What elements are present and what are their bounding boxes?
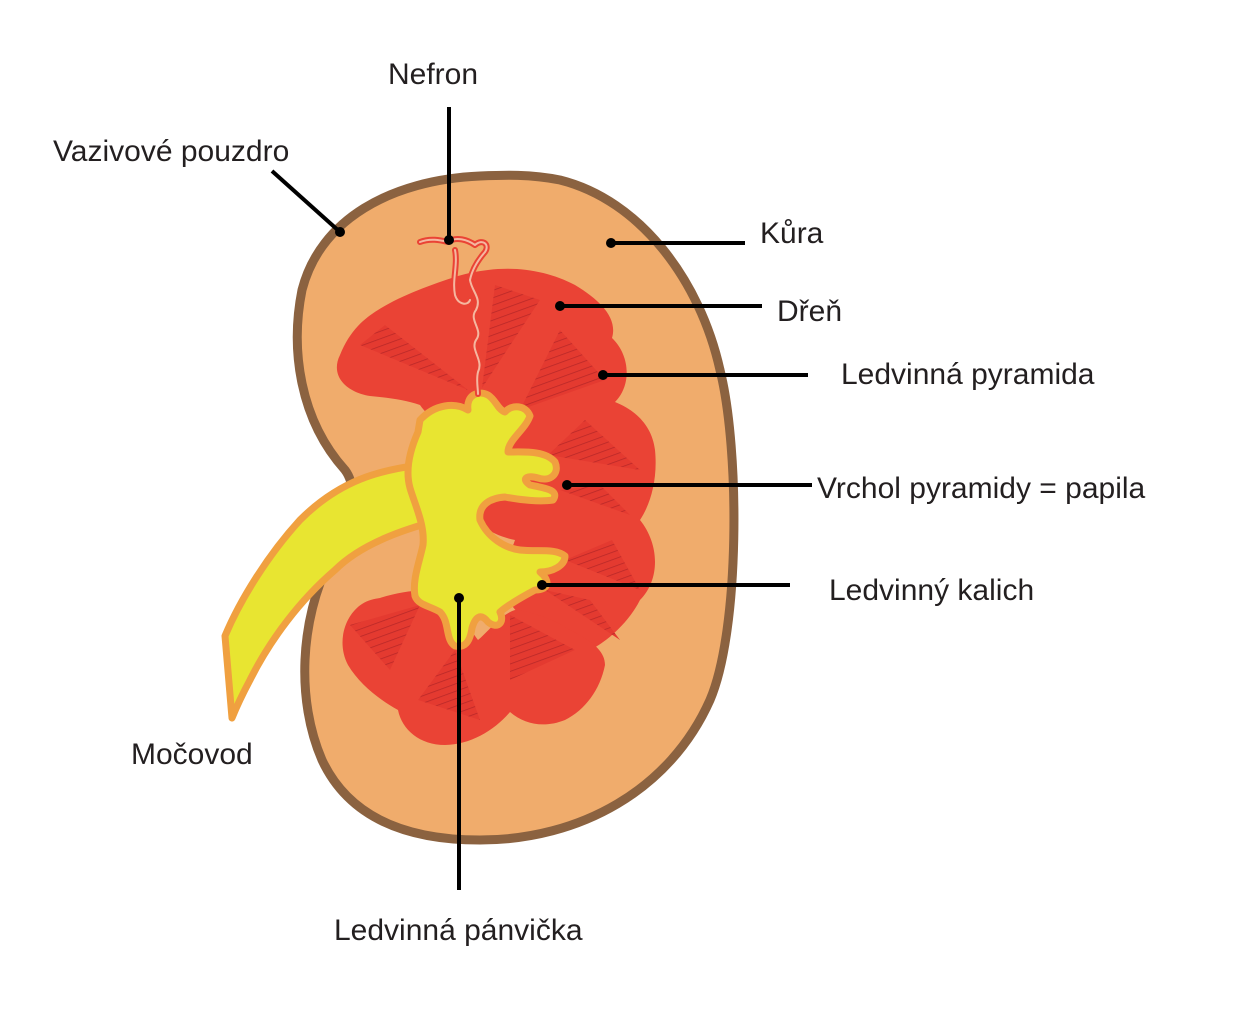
leader-dot-ledvinna-panvicka: [454, 593, 464, 603]
leader-dot-vazivove-pouzdro: [335, 227, 345, 237]
label-dren: Dřeň: [777, 295, 843, 328]
pyramid-3: [520, 330, 605, 410]
label-kura: Kůra: [760, 217, 824, 250]
pyramid-8: [510, 615, 575, 680]
leader-dots: [335, 227, 616, 603]
pyramid-7: [545, 590, 620, 640]
nephron-inner: [419, 237, 488, 395]
label-vazivove-pouzdro: Vazivové pouzdro: [53, 135, 290, 168]
pyramid-4: [548, 420, 640, 470]
label-mocovod: Močovod: [131, 738, 253, 771]
leader-dot-vrchol-pyramidy: [562, 480, 572, 490]
leader-line-vazivove-pouzdro: [270, 169, 342, 234]
renal-pelvis: [404, 389, 569, 650]
label-nefron: Nefron: [388, 58, 479, 91]
label-ledvinny-kalich: Ledvinný kalich: [829, 574, 1035, 607]
ureter: [221, 461, 444, 722]
pyramid-5: [560, 485, 630, 515]
pyramid-1: [360, 325, 468, 390]
label-vrchol-pyramidy: Vrchol pyramidy = papila: [817, 472, 1146, 505]
leader-dot-ledvinna-pyramida: [598, 370, 608, 380]
leader-dot-ledvinny-kalich: [537, 580, 547, 590]
leader-dot-kura: [606, 238, 616, 248]
pyramid-9: [418, 650, 480, 720]
leader-dot-dren: [555, 301, 565, 311]
leader-dot-nefron: [444, 235, 454, 245]
pyramid-6: [565, 540, 640, 590]
label-ledvinna-panvicka: Ledvinná pánvička: [334, 914, 583, 947]
label-ledvinna-pyramida: Ledvinná pyramida: [841, 358, 1095, 391]
pyramid-2: [482, 285, 540, 388]
leader-lines: [270, 107, 812, 890]
pyramid-10: [350, 605, 420, 670]
